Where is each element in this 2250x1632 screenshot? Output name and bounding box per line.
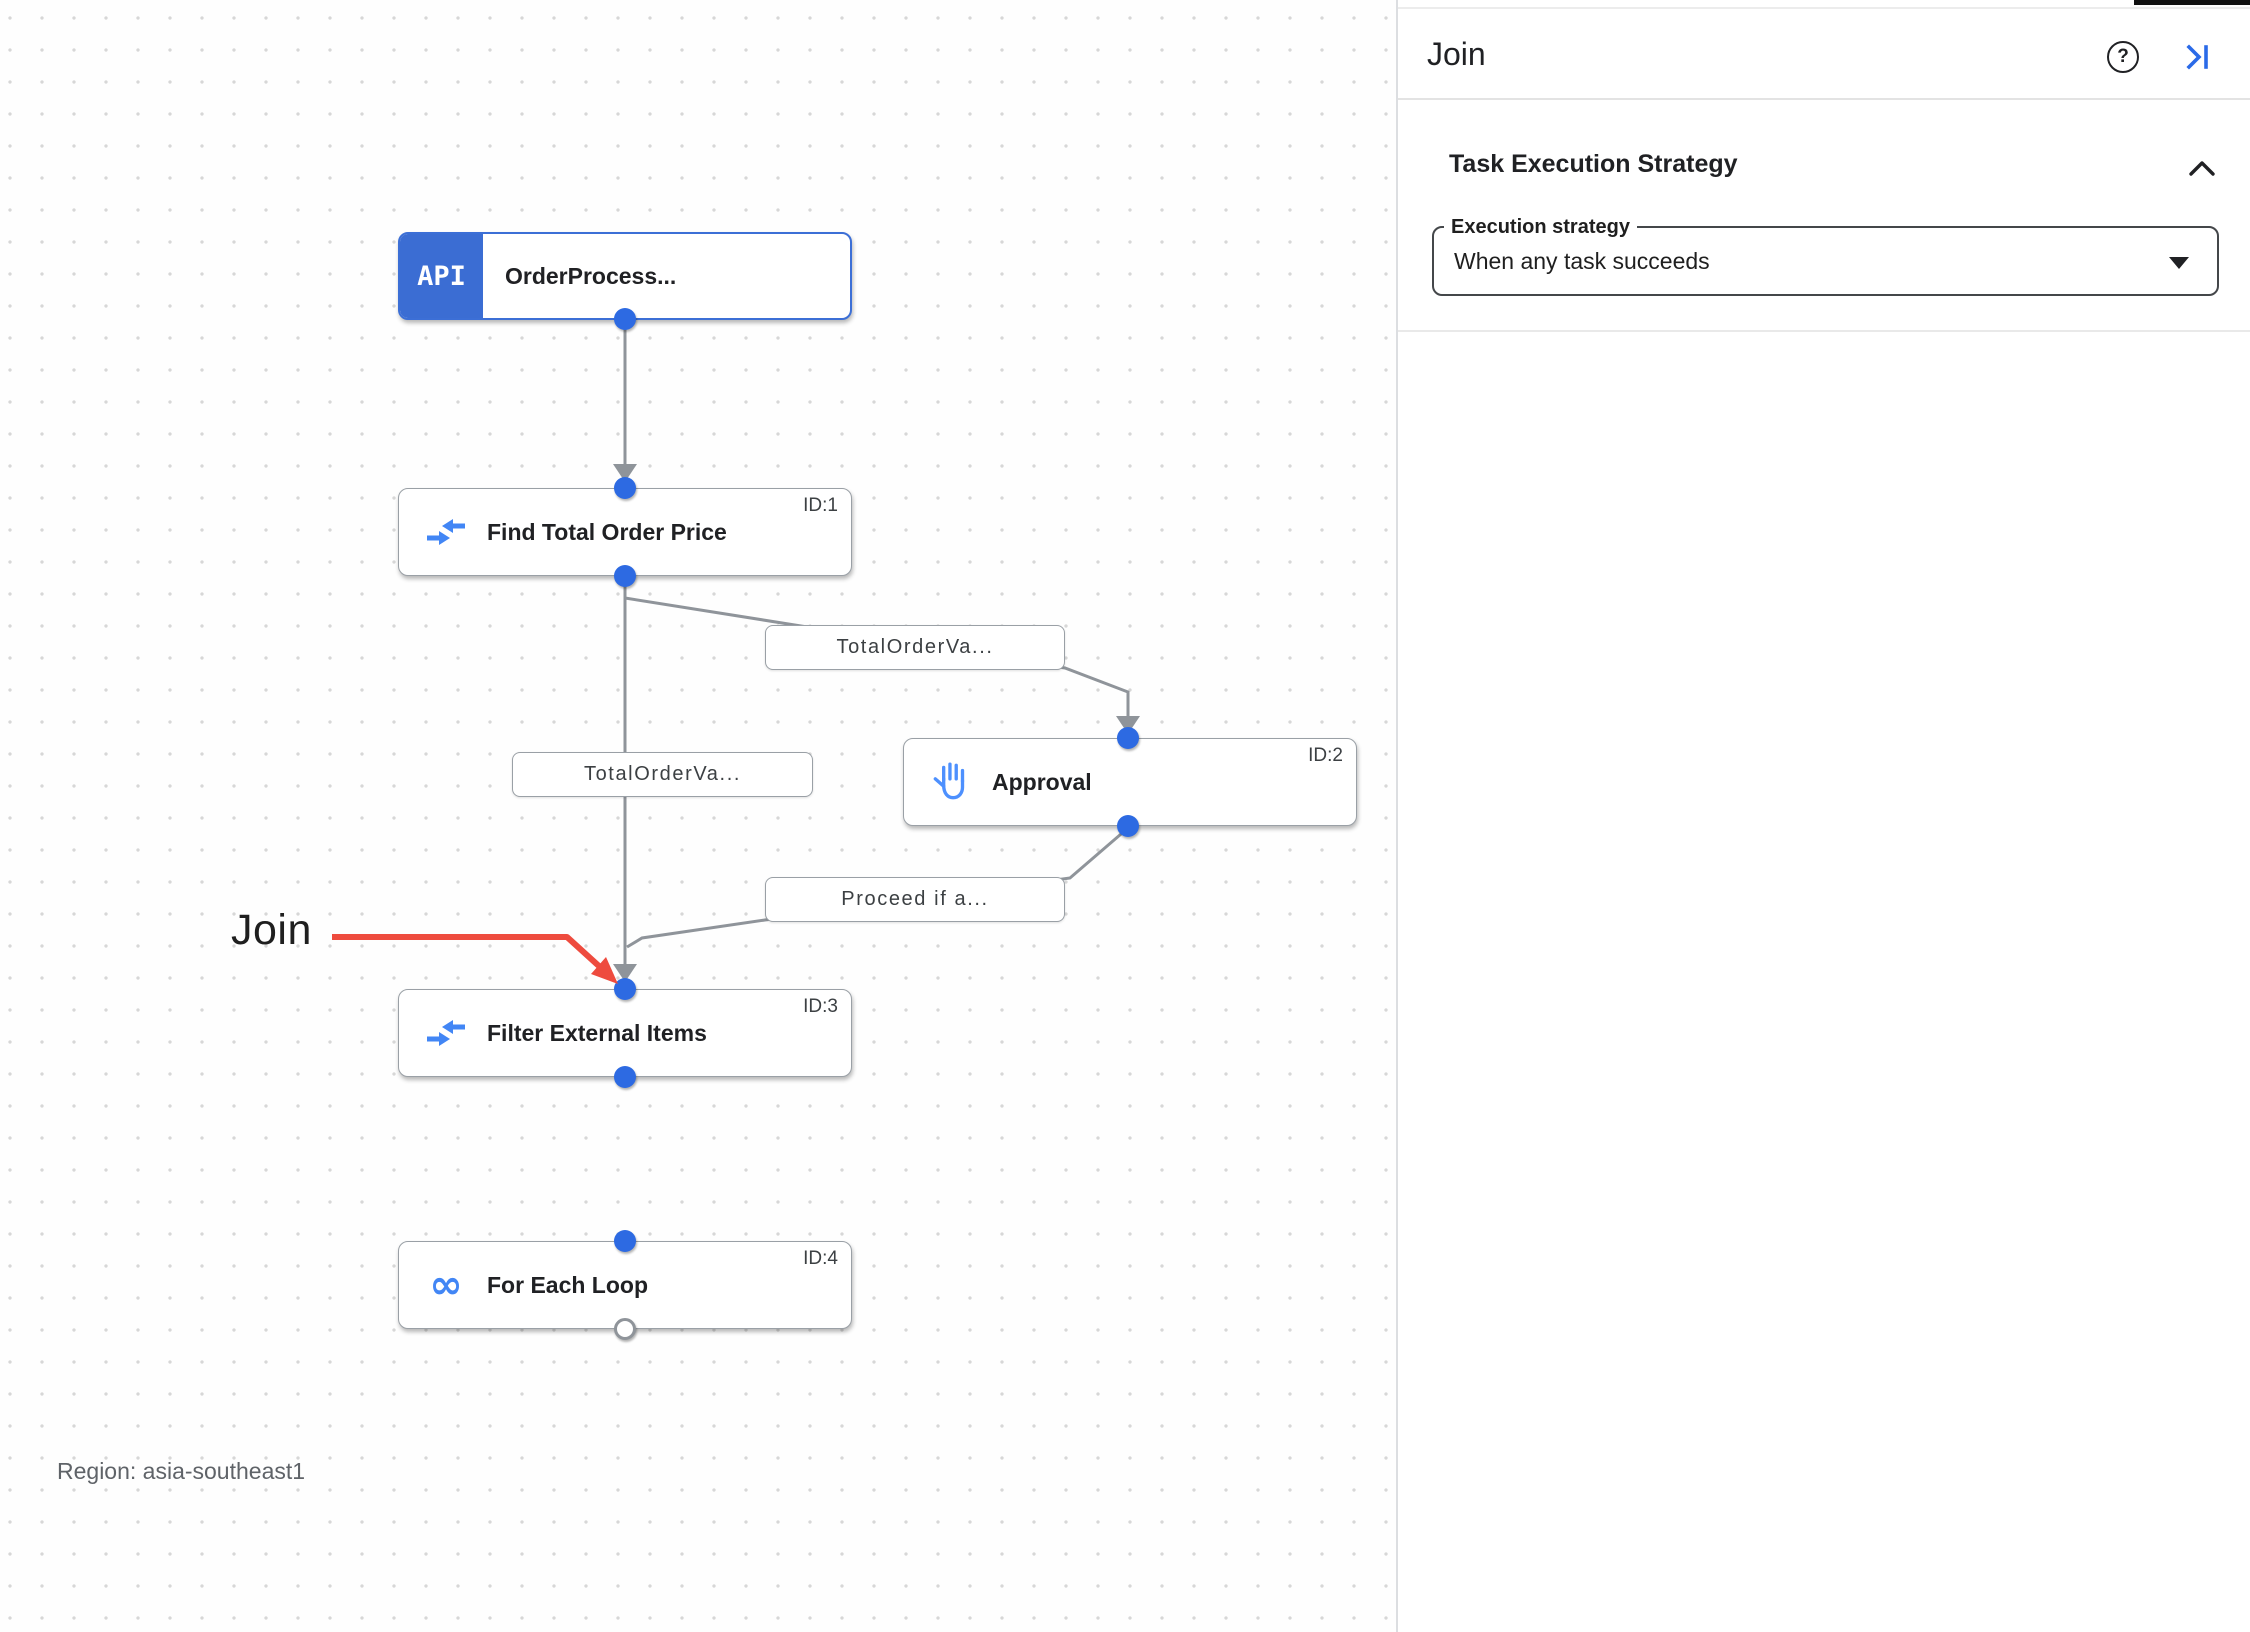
node-approval[interactable]: Approval ID:2 (903, 738, 1357, 826)
node-title: For Each Loop (487, 1271, 648, 1298)
node-for-each-loop[interactable]: ∞ For Each Loop ID:4 (398, 1241, 852, 1329)
help-icon[interactable]: ? (2107, 41, 2139, 73)
node-title: Approval (992, 768, 1092, 795)
data-mapping-icon (423, 1010, 469, 1056)
edge-label[interactable]: TotalOrderVa... (512, 752, 813, 797)
panel-corner-bar (2134, 0, 2250, 5)
execution-strategy-select[interactable]: Execution strategy When any task succeed… (1432, 214, 2219, 296)
node-title: Filter External Items (487, 1019, 707, 1046)
execution-strategy-value: When any task succeeds (1454, 247, 1710, 274)
task-execution-strategy-heading: Task Execution Strategy (1449, 150, 1738, 178)
output-port[interactable] (614, 565, 636, 587)
edge-label-text: TotalOrderVa... (583, 763, 742, 785)
edge-label[interactable]: TotalOrderVa... (765, 625, 1065, 670)
node-title: Find Total Order Price (487, 518, 727, 545)
node-order-process-trigger[interactable]: API OrderProcess... (398, 232, 852, 320)
panel-title: Join (1427, 36, 1486, 72)
panel-header: Join ? (1398, 0, 2250, 100)
input-port[interactable] (614, 978, 636, 1000)
chevron-up-icon[interactable] (2187, 158, 2217, 180)
node-id-badge: ID:4 (803, 1248, 838, 1269)
data-mapping-icon (423, 509, 469, 555)
for-each-loop-icon: ∞ (423, 1262, 469, 1308)
workflow-canvas[interactable]: TotalOrderVa... TotalOrderVa... Proceed … (0, 0, 1396, 1632)
help-icon-glyph: ? (2117, 46, 2129, 67)
edge-label-text: Proceed if a... (841, 888, 989, 910)
region-label: Region: asia-southeast1 (57, 1458, 306, 1484)
section-divider (1398, 330, 2250, 332)
output-port[interactable] (1117, 815, 1139, 837)
output-port[interactable] (614, 308, 636, 330)
output-port[interactable] (614, 1066, 636, 1088)
join-annotation-label: Join (231, 906, 312, 954)
edge-label[interactable]: Proceed if a... (765, 877, 1065, 922)
input-port[interactable] (614, 477, 636, 499)
panel-top-divider (1398, 7, 2250, 9)
input-port[interactable] (614, 1230, 636, 1252)
edge-label-text: TotalOrderVa... (836, 636, 994, 658)
node-find-total-order-price[interactable]: Find Total Order Price ID:1 (398, 488, 852, 576)
node-id-badge: ID:2 (1308, 745, 1343, 766)
execution-strategy-label: Execution strategy (1444, 214, 1637, 240)
node-filter-external-items[interactable]: Filter External Items ID:3 (398, 989, 852, 1077)
node-id-badge: ID:1 (803, 495, 838, 516)
node-id-badge: ID:3 (803, 996, 838, 1017)
config-panel: Join ? Task Execution Strategy Execution… (1396, 0, 2250, 1632)
dropdown-caret-icon (2169, 257, 2189, 269)
infinity-glyph: ∞ (429, 1262, 463, 1308)
collapse-panel-icon[interactable] (2183, 43, 2213, 71)
output-port-empty[interactable] (614, 1318, 636, 1340)
api-trigger-icon: API (400, 234, 483, 318)
input-port[interactable] (1117, 727, 1139, 749)
approval-hand-icon (928, 759, 974, 805)
node-title: OrderProcess... (505, 262, 677, 289)
api-icon-text: API (417, 260, 466, 292)
